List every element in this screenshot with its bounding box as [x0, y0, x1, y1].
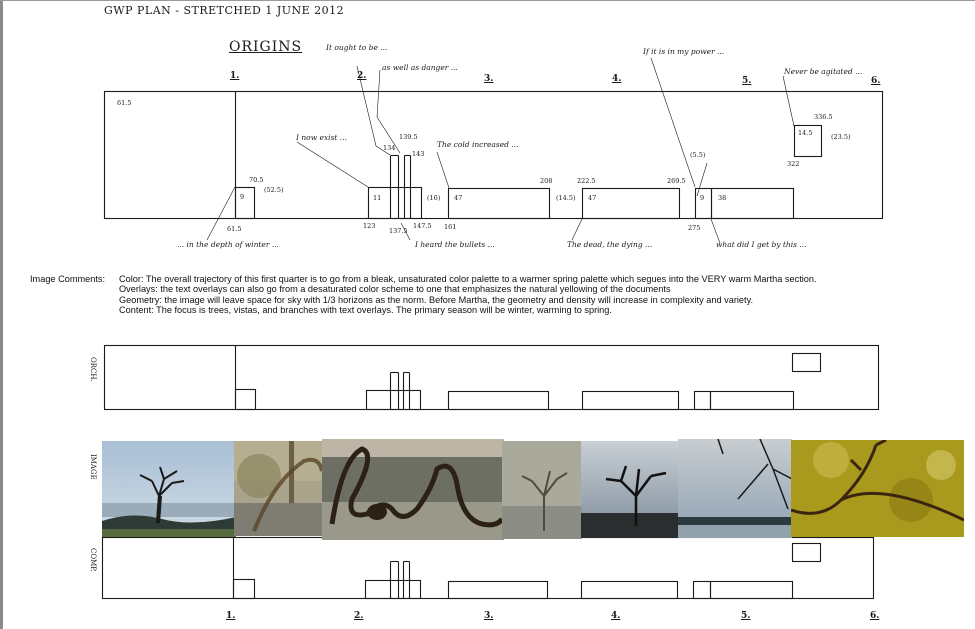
- section-number-1: 1.: [230, 71, 240, 81]
- bottom-section-number-3: 3.: [484, 611, 494, 621]
- bottom-section-number-5: 5.: [741, 611, 751, 621]
- annotation-i-heard-the-bullets: I heard the bullets ...: [415, 240, 495, 249]
- annotation-never-be-agitated: Never be agitated ...: [784, 67, 863, 76]
- comment-overlays: Overlays: the text overlays can also go …: [119, 284, 671, 295]
- bottom-section-number-6: 6.: [870, 611, 880, 621]
- measure-label: 275: [688, 224, 701, 232]
- measure-label: 137.5: [389, 227, 408, 235]
- measure-label: 123: [363, 222, 376, 230]
- photo-autumn-branch: [791, 440, 964, 537]
- photo-tree-overlay-warm: [234, 441, 324, 536]
- measure-label: 47: [588, 194, 597, 202]
- measure-label: 11: [373, 194, 382, 202]
- annotation-it-ought-to-be: It ought to be ...: [326, 43, 388, 52]
- measure-label: 38: [718, 194, 727, 202]
- measure-label: 134: [383, 144, 396, 152]
- annotation-if-it-is-in-my-power: If it is in my power ...: [643, 47, 725, 56]
- measure-label: (14.5): [556, 194, 576, 202]
- page-frame-left: [0, 0, 3, 629]
- measure-label: 322: [787, 160, 800, 168]
- photo-winter-tree-lake: [102, 441, 236, 537]
- measure-label: 139.5: [399, 133, 418, 141]
- measure-label: (5.5): [690, 151, 706, 159]
- image-comments-label: Image Comments:: [30, 274, 106, 284]
- section-number-2: 2.: [357, 71, 367, 81]
- measure-label: 336.5: [814, 113, 833, 121]
- measure-label: (23.5): [831, 133, 851, 141]
- annotation-the-cold-increased: The cold increased ...: [437, 140, 519, 149]
- section-number-6: 6.: [871, 76, 881, 86]
- measure-label: 61.5: [227, 225, 242, 233]
- section-number-5: 5.: [742, 76, 752, 86]
- photo-lake-branches: [678, 439, 792, 538]
- bottom-section-number-2: 2.: [354, 611, 364, 621]
- row-label-comp: COMP.: [89, 548, 97, 572]
- row-label-image: IMAGE: [89, 454, 97, 480]
- measure-label: 269.5: [667, 177, 686, 185]
- measure-label: 9: [240, 193, 245, 201]
- bottom-section-number-4: 4.: [611, 611, 621, 621]
- page-frame-top: [0, 0, 975, 1]
- annotation-the-dead-the-dying: The dead, the dying ...: [567, 240, 653, 249]
- measure-label: 61.5: [117, 99, 132, 107]
- comp-outline: [101, 536, 875, 600]
- measure-label: 208: [540, 177, 553, 185]
- measure-label: 143: [412, 150, 425, 158]
- orch-outline: [103, 344, 880, 411]
- measure-label: 161: [444, 223, 457, 231]
- annotation-i-now-exist: I now exist ...: [296, 133, 347, 142]
- page-title: GWP PLAN - STRETCHED 1 JUNE 2012: [104, 4, 345, 17]
- measure-label: 9: [700, 194, 705, 202]
- measure-label: 47: [454, 194, 463, 202]
- measure-label: (16): [427, 194, 441, 202]
- section-number-3: 3.: [484, 74, 494, 84]
- section-title: ORIGINS: [229, 39, 303, 55]
- comment-geometry: Geometry: the image will leave space for…: [119, 294, 754, 305]
- plan-outline: [103, 90, 884, 220]
- measure-label: 14.5: [798, 129, 813, 137]
- measure-label: 147.5: [413, 222, 432, 230]
- row-label-orch: ORCH.: [89, 357, 97, 382]
- comment-content: Content: The focus is trees, vistas, and…: [119, 305, 612, 316]
- section-number-4: 4.: [612, 74, 622, 84]
- annotation-what-did-i-get: what did I get by this ...: [716, 240, 807, 249]
- annotation-as-well-as-danger: as well as danger ...: [382, 63, 458, 72]
- annotation-in-the-depth-of-winter: ... in the depth of winter ...: [177, 240, 279, 249]
- photo-misty-tree: [502, 441, 582, 539]
- measure-label: (52.5): [264, 186, 284, 194]
- photo-silhouette-tree: [581, 441, 679, 538]
- measure-label: 222.5: [577, 177, 596, 185]
- comment-color: Color: The overall trajectory of this fi…: [119, 274, 817, 284]
- measure-label: 70.5: [249, 176, 264, 184]
- bottom-section-number-1: 1.: [226, 611, 236, 621]
- photo-script-overlay: [322, 439, 504, 540]
